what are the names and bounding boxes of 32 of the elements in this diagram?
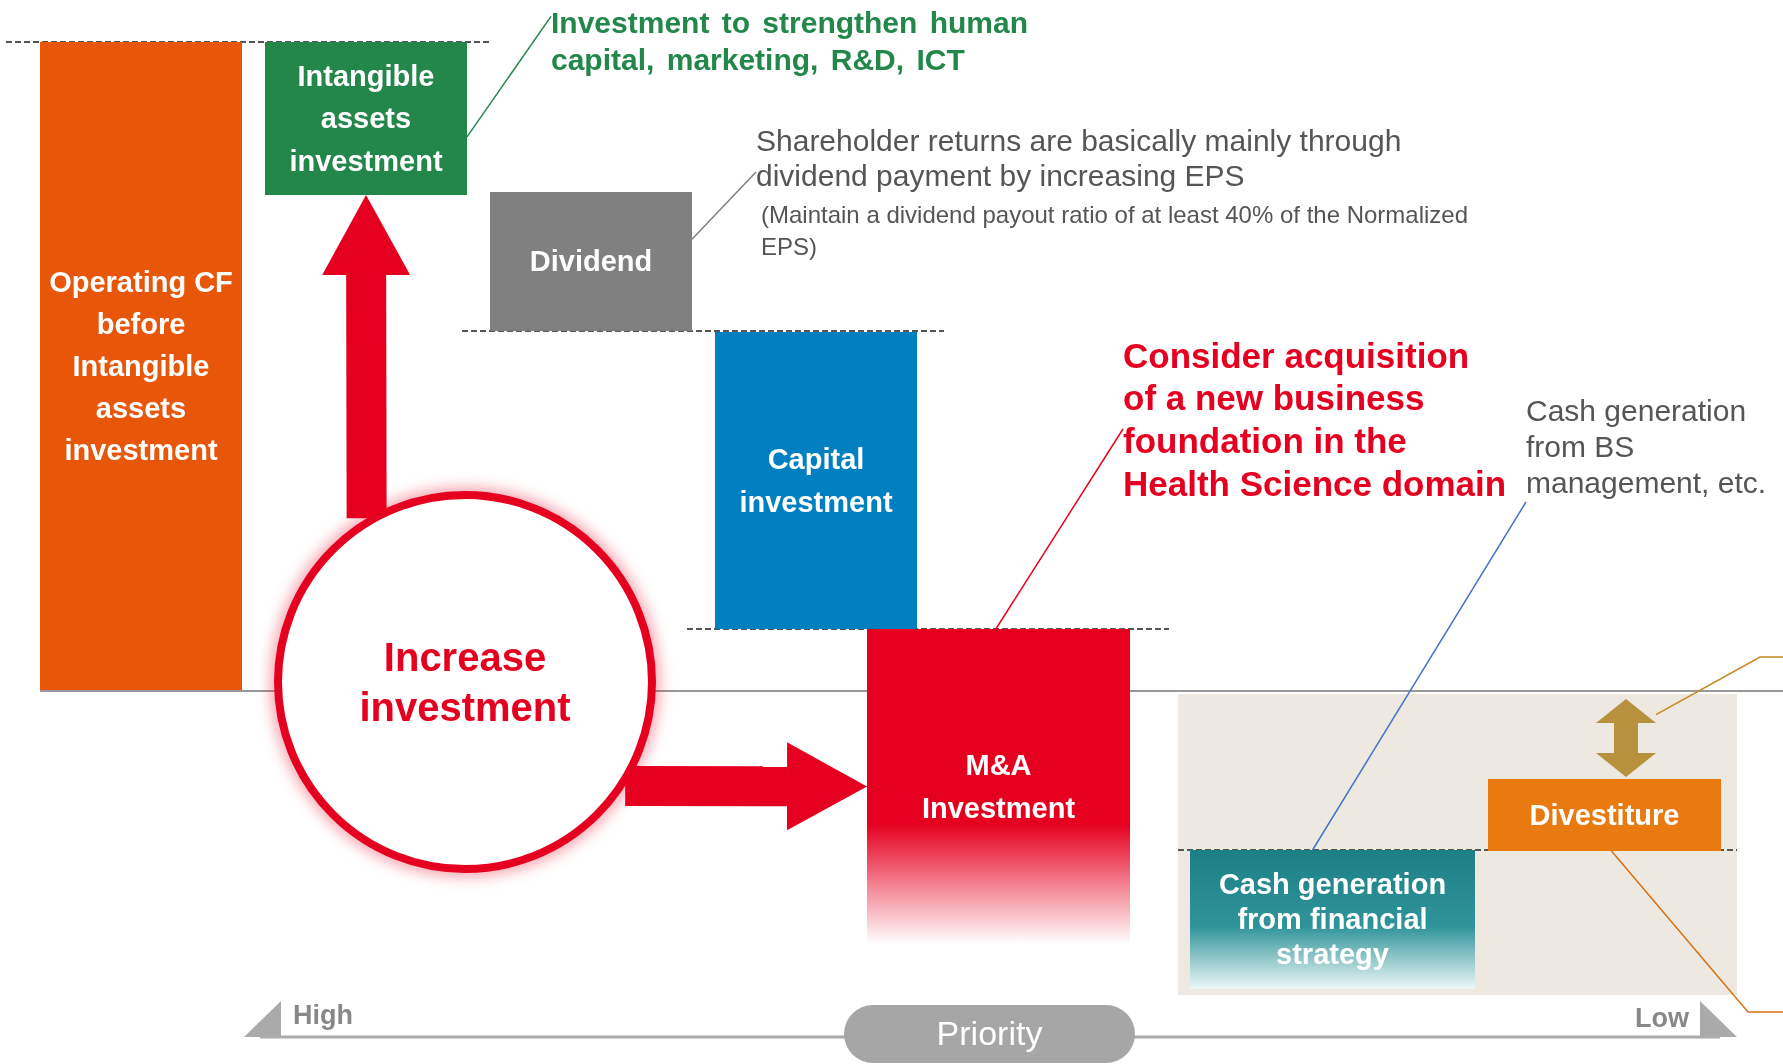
note-text: Cash generation from BS management, etc. <box>1526 393 1768 501</box>
leader-line <box>995 428 1124 630</box>
pill <box>844 1005 1135 1063</box>
leader-line <box>466 15 552 138</box>
note-text: (Maintain a dividend payout ratio of at least 40% of the Normalized EPS) <box>760 200 1470 262</box>
bar-label: Intangible assets investment <box>288 59 444 179</box>
bar <box>40 42 242 690</box>
axis-label: High <box>293 1000 353 1031</box>
axis-label: Low <box>1635 1003 1689 1034</box>
bar-label: Divestiture <box>1528 797 1681 833</box>
bar-label: Capital investment <box>738 442 894 520</box>
arrow <box>625 742 867 831</box>
circle-text: Increase investment <box>358 634 572 731</box>
bar-label: Priority <box>935 1013 1044 1055</box>
bar <box>867 629 1130 944</box>
bar <box>1190 850 1475 989</box>
arrow <box>322 195 411 519</box>
bar <box>1488 779 1721 851</box>
bar-label: M&A Investment <box>920 748 1077 826</box>
bar <box>490 192 692 331</box>
leader-line <box>1655 656 1783 716</box>
note-text: Investment to strengthen human capital, marketing, R&D, ICT <box>551 4 1030 78</box>
note-text: Shareholder returns are basically mainly through dividend payment by increasing EPS <box>756 124 1403 194</box>
bar-label: Cash generation from financial strategy <box>1217 867 1448 972</box>
bar-label: Operating CF before Intangible assets investment <box>48 264 234 469</box>
bar <box>715 332 917 629</box>
note-text: Consider acquisition of a new business foundation in the Health Science domain <box>1123 334 1508 505</box>
leader-line <box>691 171 757 240</box>
bar <box>265 42 467 195</box>
leader-line <box>1610 850 1783 1013</box>
leader-line <box>1311 501 1527 851</box>
bar-label: Dividend <box>528 244 654 280</box>
